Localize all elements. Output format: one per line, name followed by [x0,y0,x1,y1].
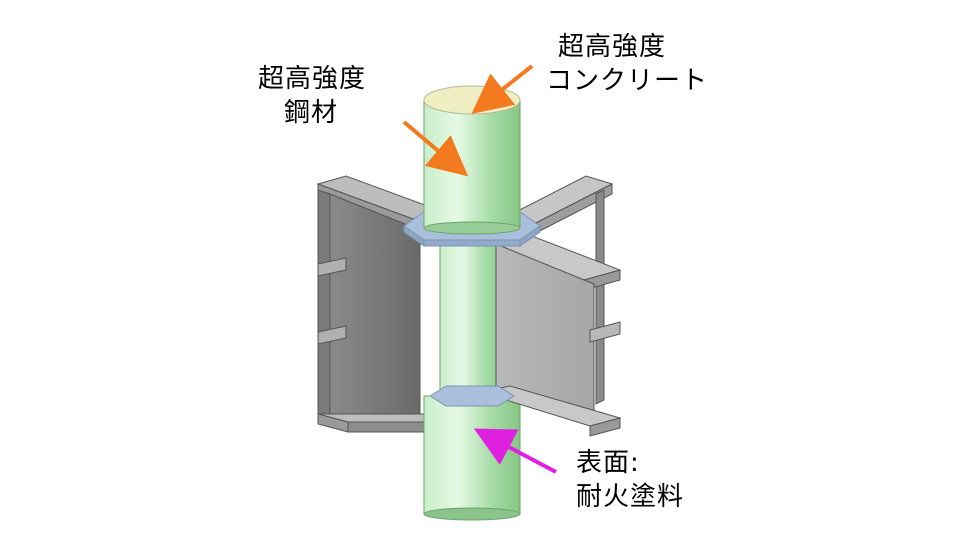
steel-label: 超高強度 鋼材 [258,62,366,130]
right-back-beam [498,175,614,405]
coating-label-line1: 表面: [576,448,640,478]
concrete-label-line2: コンクリート [546,66,709,96]
steel-label-line1: 超高強度 [258,64,367,94]
lower-diaphragm-plate [429,385,515,407]
concrete-label: 超高強度 コンクリート [546,30,708,98]
steel-column-middle [439,243,505,397]
concrete-core-top [423,85,521,115]
steel-column-lower [423,395,521,521]
arrow-icon [471,64,534,114]
concrete-label-line1: 超高強度 [558,32,667,62]
arrow-icon [402,120,469,177]
coating-label: 表面: 耐火塗料 [576,446,684,514]
steel-column-upper [423,99,521,235]
arrow-icon [473,428,557,474]
steel-label-line2: 鋼材 [284,98,339,128]
coating-label-line2: 耐火塗料 [576,482,685,512]
